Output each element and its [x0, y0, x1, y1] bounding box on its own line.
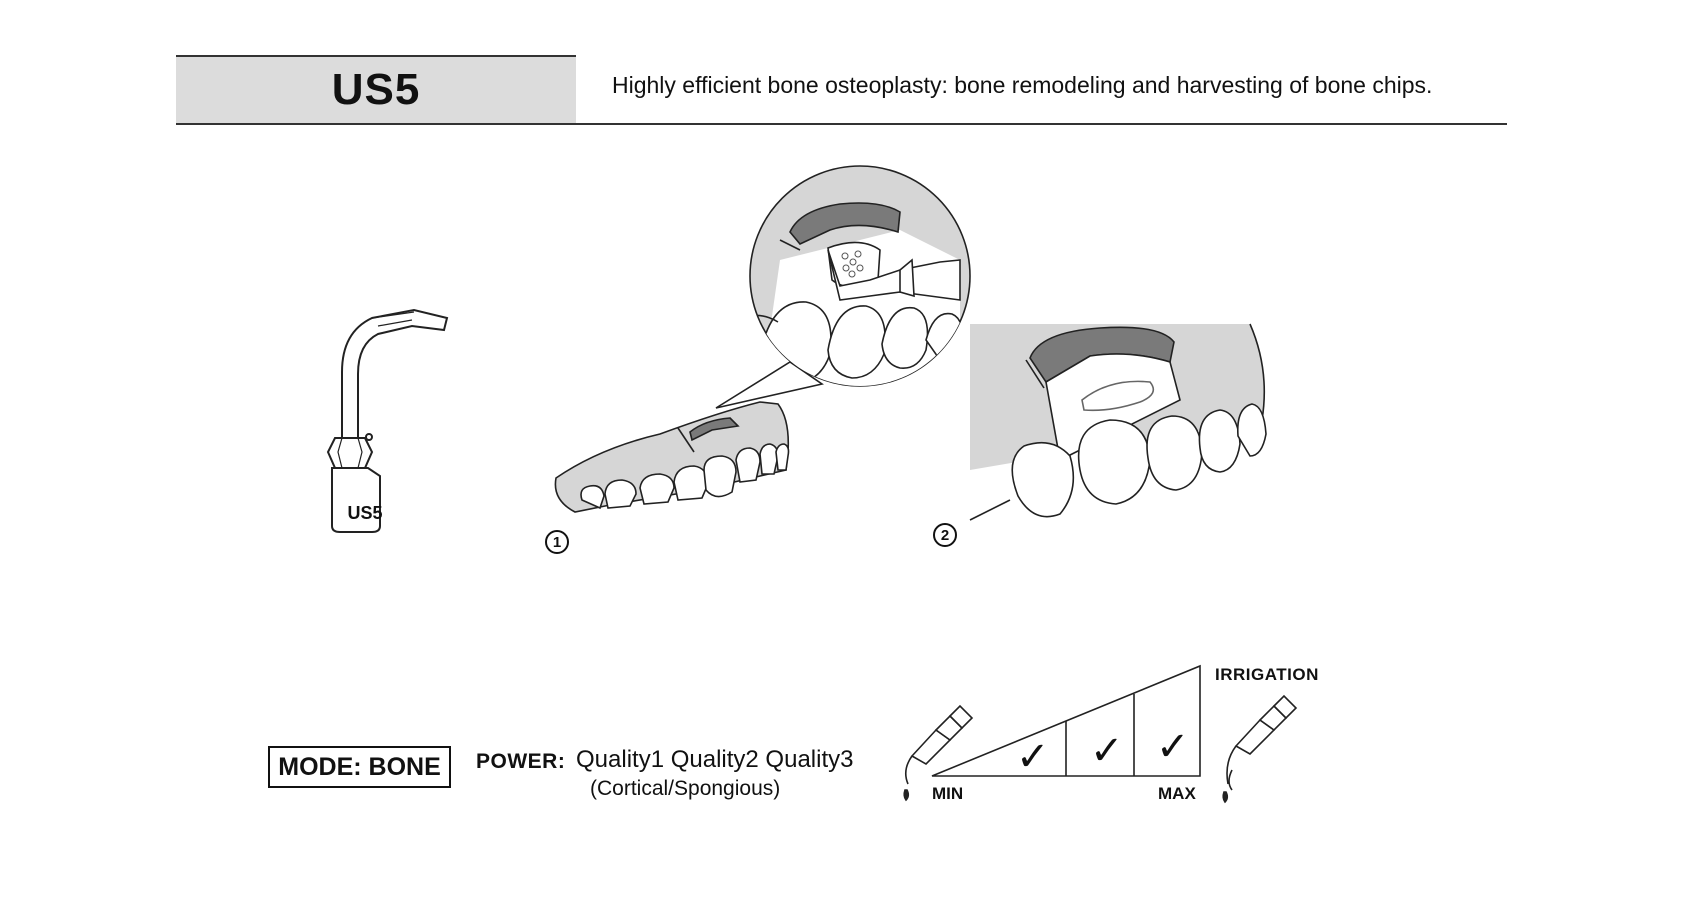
product-code: US5	[331, 65, 421, 114]
header-bottom-rule	[176, 123, 1507, 125]
step-number-1: 1	[545, 530, 569, 554]
header-top-rule	[176, 55, 576, 57]
irrigation-handpiece-icon-max	[1222, 694, 1298, 804]
power-subtitle: (Cortical/Spongious)	[590, 777, 781, 800]
tip-engraving: US5	[347, 503, 383, 523]
ultrasonic-tip-icon	[326, 308, 449, 533]
step-number-2: 2	[933, 523, 957, 547]
irrigation-handpiece-icon-min	[903, 704, 974, 802]
check-icon: ✓	[1090, 728, 1124, 774]
power-label: POWER:	[476, 750, 566, 773]
power-values: Quality1 Quality2 Quality3	[576, 746, 854, 773]
check-icon: ✓	[1156, 724, 1190, 770]
product-description: Highly efficient bone osteoplasty: bone …	[612, 72, 1433, 98]
check-icon: ✓	[1016, 734, 1050, 780]
jaw-illustration-2	[969, 323, 1267, 521]
mode-badge: MODE: BONE	[268, 746, 451, 788]
header-code-box: US5	[176, 57, 576, 123]
irrigation-triangle-chart	[931, 664, 1201, 777]
max-label: MAX	[1158, 784, 1196, 803]
irrigation-label: IRRIGATION	[1215, 665, 1319, 684]
jaw-illustration-1	[554, 361, 824, 513]
magnified-view	[749, 165, 971, 387]
min-label: MIN	[932, 784, 964, 803]
